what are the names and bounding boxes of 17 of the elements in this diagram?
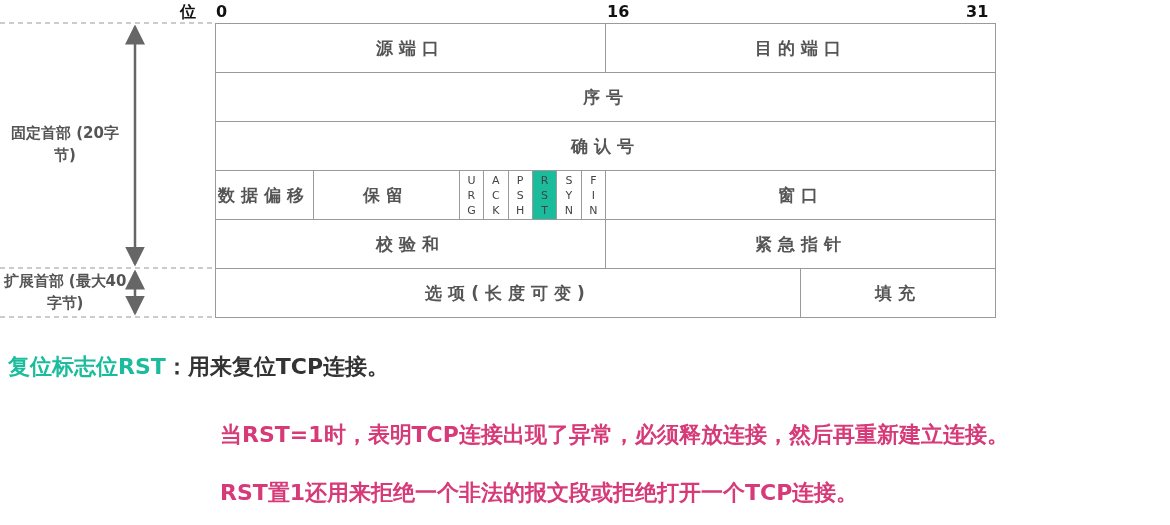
description-text: ：用来复位TCP连接。	[165, 353, 390, 381]
field-cell: 目的端口	[605, 23, 996, 73]
bit-label: 位	[180, 2, 197, 22]
field-cell: 选项(长度可变)	[215, 268, 801, 318]
flag-cell: RST	[531, 170, 558, 220]
note-text: RST置1还用来拒绝一个非法的报文段或拒绝打开一个TCP连接。	[220, 479, 859, 507]
heading-text: 复位标志位RST	[8, 353, 166, 381]
note-text: 当RST=1时，表明TCP连接出现了异常，必须释放连接，然后再重新建立连接。	[220, 421, 1009, 449]
bit-label: 0	[216, 2, 229, 22]
side-label: 扩展首部 (最大40字节)	[2, 271, 128, 314]
side-label: 固定首部 (20字节)	[10, 123, 120, 166]
bit-label: 16	[607, 2, 631, 22]
field-cell: 序号	[215, 72, 996, 122]
field-cell: 填充	[800, 268, 996, 318]
bit-label: 31	[966, 2, 990, 22]
field-cell: 源端口	[215, 23, 606, 73]
field-cell: 确认号	[215, 121, 996, 171]
